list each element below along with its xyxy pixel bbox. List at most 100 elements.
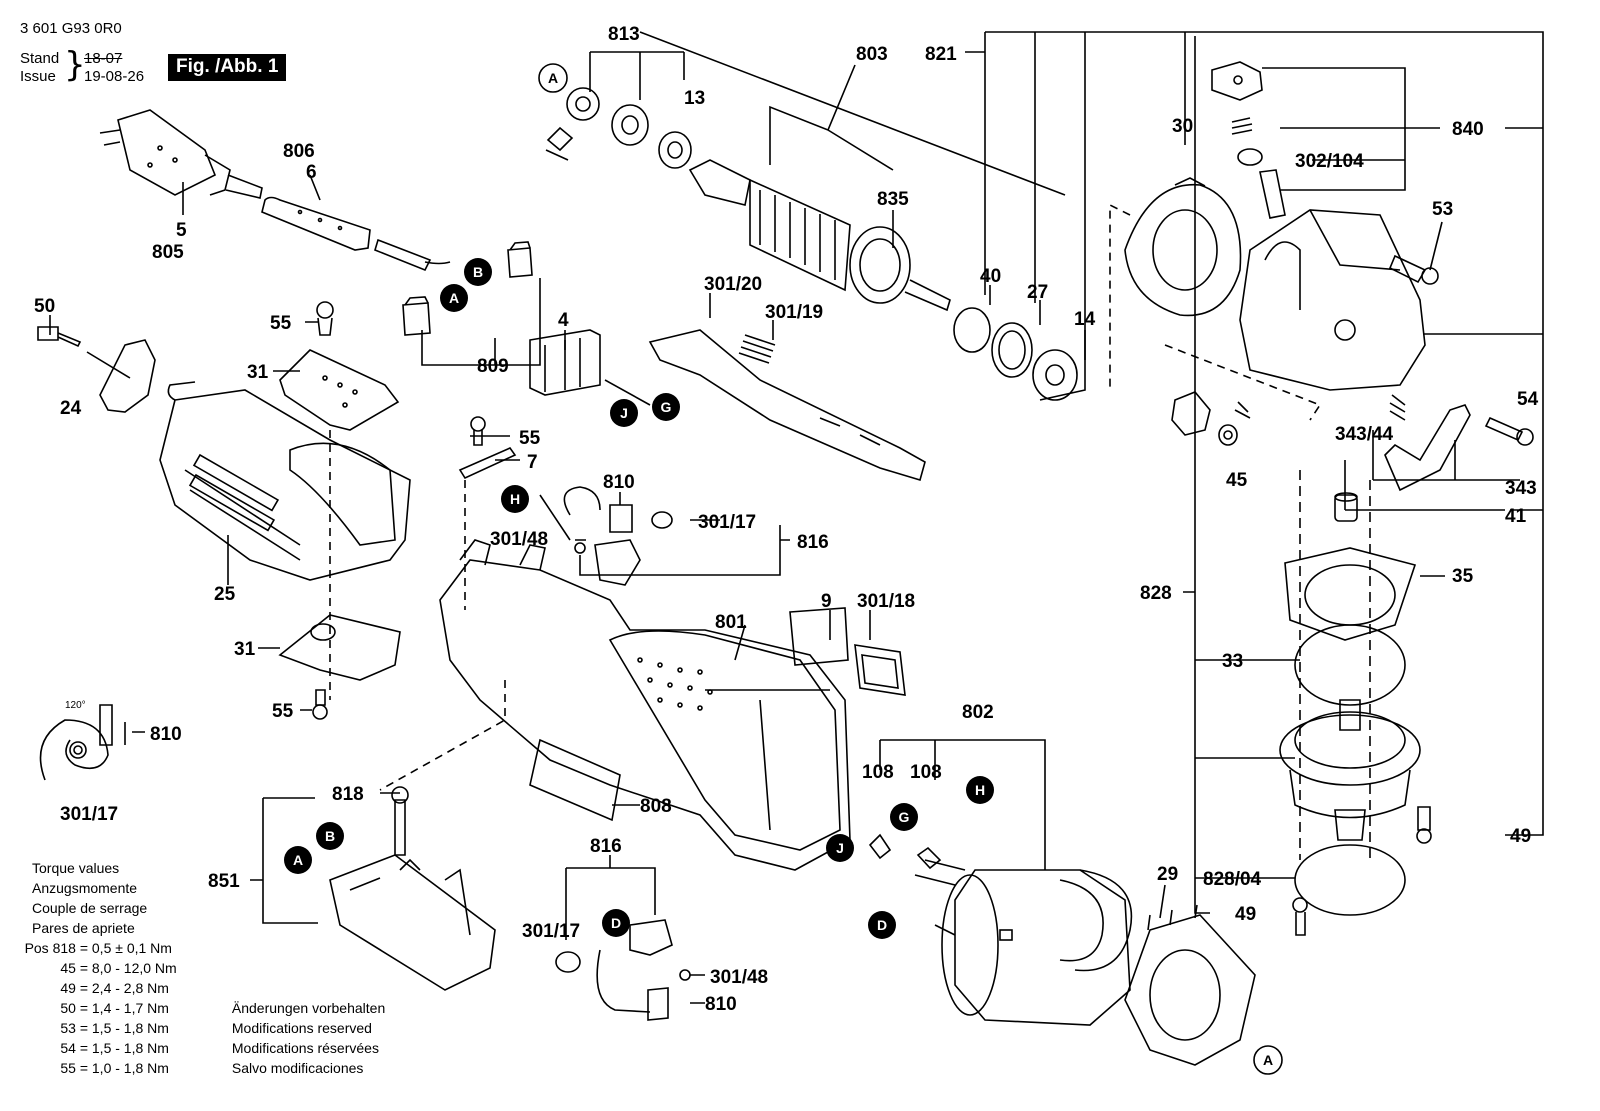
torque-pos: 53 = bbox=[60, 1020, 88, 1036]
label-301-20: 301/20 bbox=[704, 274, 762, 295]
cover-31-top bbox=[279, 349, 400, 431]
label-805: 805 bbox=[152, 242, 184, 263]
label-9 bbox=[789, 607, 849, 666]
ref-b-letter: B bbox=[473, 264, 483, 280]
stand-label: Stand bbox=[20, 50, 60, 67]
carbon-brush-pair bbox=[402, 241, 533, 336]
label-801: 801 bbox=[715, 612, 747, 633]
issue-date: 19-08-26 bbox=[84, 68, 145, 85]
label-301-48-top: 301/48 bbox=[490, 529, 548, 550]
ref-a-bottom: A bbox=[1253, 1045, 1283, 1075]
torque-value: 1,5 - 1,8 Nm bbox=[91, 1040, 169, 1056]
ref-a-top: A bbox=[538, 63, 568, 93]
label-angle-120: 120° bbox=[65, 700, 86, 711]
torque-pos: 49 = bbox=[60, 980, 88, 996]
label-31-bottom: 31 bbox=[234, 639, 256, 660]
armature bbox=[688, 159, 951, 312]
label-29: 29 bbox=[1157, 864, 1178, 885]
motor-housing bbox=[159, 381, 411, 581]
bearing-14 bbox=[1032, 349, 1078, 401]
label-33: 33 bbox=[1222, 651, 1243, 672]
label-818: 818 bbox=[332, 784, 364, 805]
label-108-a: 108 bbox=[862, 762, 894, 783]
sleeve-41 bbox=[1334, 492, 1358, 522]
label-55-bottom: 55 bbox=[272, 701, 294, 722]
label-13: 13 bbox=[684, 88, 705, 109]
ref-d-letter: D bbox=[611, 915, 621, 931]
label-5: 5 bbox=[176, 220, 187, 241]
label-55-mid: 55 bbox=[519, 428, 541, 449]
label-49-right: 49 bbox=[1510, 826, 1531, 847]
screw-49-left bbox=[1292, 897, 1308, 936]
ref-d-stator: D bbox=[868, 911, 896, 939]
screw-55 bbox=[316, 301, 334, 336]
field-coil-stator bbox=[914, 859, 1133, 1026]
label-301-17-top: 301/17 bbox=[698, 512, 756, 533]
ref-h-stator: H bbox=[966, 776, 994, 804]
torque-pos: 55 = bbox=[60, 1060, 88, 1076]
label-27: 27 bbox=[1027, 282, 1048, 303]
ref-a-letter: A bbox=[293, 852, 303, 868]
connector-108 bbox=[868, 833, 942, 870]
label-808: 808 bbox=[640, 796, 672, 817]
label-821: 821 bbox=[925, 44, 957, 65]
clip-7 bbox=[458, 416, 517, 480]
electronics-module-851 bbox=[329, 786, 496, 991]
label-30: 30 bbox=[1172, 116, 1193, 137]
label-301-48-bottom: 301/48 bbox=[710, 967, 768, 988]
torque-value: 1,5 - 1,8 Nm bbox=[91, 1020, 169, 1036]
torque-row: 53 = 1,5 - 1,8 Nm Modifications reserved bbox=[20, 1018, 372, 1038]
ref-b-letter: B bbox=[325, 828, 335, 844]
label-4: 4 bbox=[558, 310, 569, 331]
torque-value: 8,0 - 12,0 Nm bbox=[91, 960, 177, 976]
torque-pos: 45 = bbox=[60, 960, 88, 976]
screw-49-right bbox=[1416, 806, 1432, 844]
label-810-bottom: 810 bbox=[705, 994, 737, 1015]
ref-d-letter: D bbox=[877, 917, 887, 933]
spindle-lock-button bbox=[1211, 61, 1286, 219]
circlip-40 bbox=[953, 307, 991, 353]
torque-row: Pos 818 = 0,5 ± 0,1 Nm bbox=[20, 938, 232, 958]
lever-301-20 bbox=[648, 329, 926, 482]
label-301-17-bottom: 301/17 bbox=[522, 921, 580, 942]
torque-heading-de: Anzugsmomente bbox=[32, 880, 138, 896]
ref-a-cable: A bbox=[440, 284, 468, 312]
screw-55-bottom bbox=[312, 689, 328, 720]
label-828: 828 bbox=[1140, 583, 1172, 604]
label-810-left: 810 bbox=[150, 724, 182, 745]
label-7: 7 bbox=[527, 452, 538, 473]
label-813: 813 bbox=[608, 24, 640, 45]
torque-value: 1,4 - 1,7 Nm bbox=[91, 1000, 169, 1016]
screw-53 bbox=[1388, 254, 1439, 285]
power-plug bbox=[99, 109, 263, 199]
modification-note: Modifications reserved bbox=[231, 1020, 372, 1036]
header-brace: } bbox=[64, 45, 86, 85]
label-108-b: 108 bbox=[910, 762, 942, 783]
ref-j-letter: J bbox=[620, 405, 628, 421]
gasket-35 bbox=[1284, 547, 1417, 641]
bearing-flange-30 bbox=[1124, 177, 1242, 317]
label-35: 35 bbox=[1452, 566, 1474, 587]
brush-holder-bottom bbox=[555, 919, 691, 1021]
torque-value: 2,4 - 2,8 Nm bbox=[91, 980, 169, 996]
label-816-top: 816 bbox=[797, 532, 829, 553]
torque-pos: 54 = bbox=[60, 1040, 88, 1056]
torque-pos: 50 = bbox=[60, 1000, 88, 1016]
label-302-104: 302/104 bbox=[1295, 151, 1364, 172]
torque-row: 45 = 8,0 - 12,0 Nm bbox=[20, 958, 232, 978]
label-41: 41 bbox=[1505, 506, 1527, 527]
torque-pos: Pos 818 = bbox=[24, 940, 88, 956]
o-ring-828-04 bbox=[1294, 844, 1406, 916]
issue-label: Issue bbox=[20, 68, 56, 85]
ref-g-switch: G bbox=[652, 393, 680, 421]
gear-housing bbox=[1239, 209, 1426, 391]
side-handle-part bbox=[99, 339, 156, 413]
ref-h-brush: H bbox=[501, 485, 529, 513]
label-840: 840 bbox=[1452, 119, 1484, 140]
bevel-gear-assembly bbox=[1279, 699, 1421, 841]
ref-b-cable: B bbox=[464, 258, 492, 286]
label-343: 343 bbox=[1505, 478, 1537, 499]
